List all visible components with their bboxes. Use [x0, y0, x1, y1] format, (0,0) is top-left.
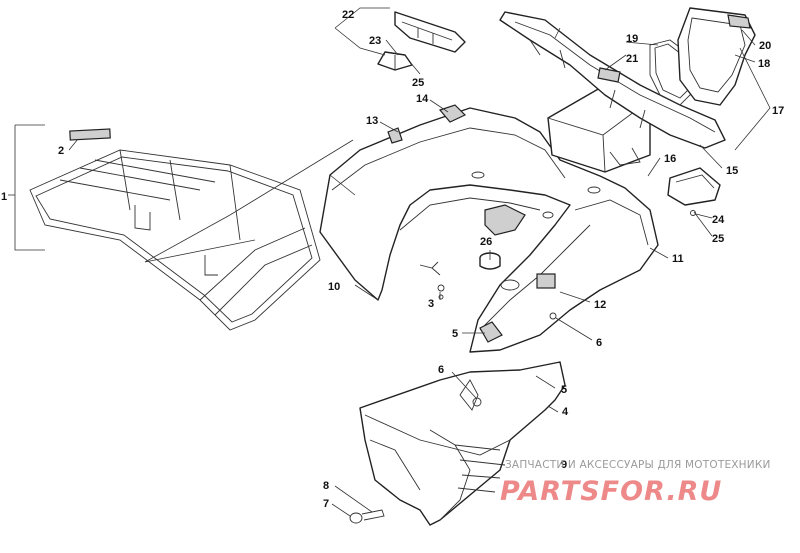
callout-2: 2 — [58, 145, 64, 157]
rear-console — [499, 11, 726, 166]
fender-decal — [438, 104, 467, 123]
callout-19: 19 — [626, 33, 638, 45]
callout-16: 16 — [664, 153, 676, 165]
callout-labels: 1 2 3 4 5 5 6 6 7 8 9 10 11 12 13 14 15 … — [1, 9, 784, 510]
callout-6a: 6 — [596, 337, 602, 349]
watermark-brand: PARTSFOR.RU — [500, 476, 722, 507]
callout-3: 3 — [428, 298, 434, 310]
watermark: ЗАПЧАСТИ И АКСЕССУАРЫ ДЛЯ МОТОТЕХНИКИ PA… — [500, 459, 771, 507]
callout-23: 23 — [369, 35, 381, 47]
callout-17: 17 — [772, 105, 784, 117]
callout-24: 24 — [712, 214, 725, 226]
callout-21: 21 — [626, 53, 638, 65]
callout-4: 4 — [562, 406, 569, 418]
callout-22: 22 — [342, 9, 354, 21]
rear-rack — [29, 128, 321, 331]
light-lens-left — [377, 11, 466, 71]
leader-lines — [144, 27, 771, 517]
callout-6b: 6 — [438, 364, 444, 376]
callout-5b: 5 — [561, 384, 567, 396]
warning-label — [536, 273, 556, 289]
rear-fender-body — [319, 104, 659, 353]
callout-11: 11 — [672, 253, 684, 265]
callout-14: 14 — [416, 93, 429, 105]
callout-1: 1 — [1, 191, 7, 203]
callout-25b: 25 — [712, 233, 724, 245]
tail-light-assembly — [649, 7, 756, 106]
fuel-filler-neck — [500, 279, 520, 291]
callout-8: 8 — [323, 480, 329, 492]
callout-12: 12 — [594, 299, 606, 311]
callout-10: 10 — [328, 281, 340, 293]
footwell — [359, 361, 566, 526]
rivet-7-8 — [349, 509, 385, 524]
reflector-20 — [727, 14, 751, 29]
rack-decal — [69, 128, 111, 141]
callout-20: 20 — [759, 40, 771, 52]
callout-5a: 5 — [452, 328, 458, 340]
callout-25a: 25 — [412, 77, 424, 89]
callout-15: 15 — [726, 165, 738, 177]
callout-7: 7 — [323, 498, 329, 510]
watermark-tagline: ЗАПЧАСТИ И АКСЕССУАРЫ ДЛЯ МОТОТЕХНИКИ — [505, 459, 771, 471]
callout-26: 26 — [480, 236, 492, 248]
callout-18: 18 — [758, 58, 770, 70]
light-lens-right — [667, 167, 721, 216]
callout-9: 9 — [561, 459, 567, 471]
callout-13: 13 — [366, 115, 378, 127]
